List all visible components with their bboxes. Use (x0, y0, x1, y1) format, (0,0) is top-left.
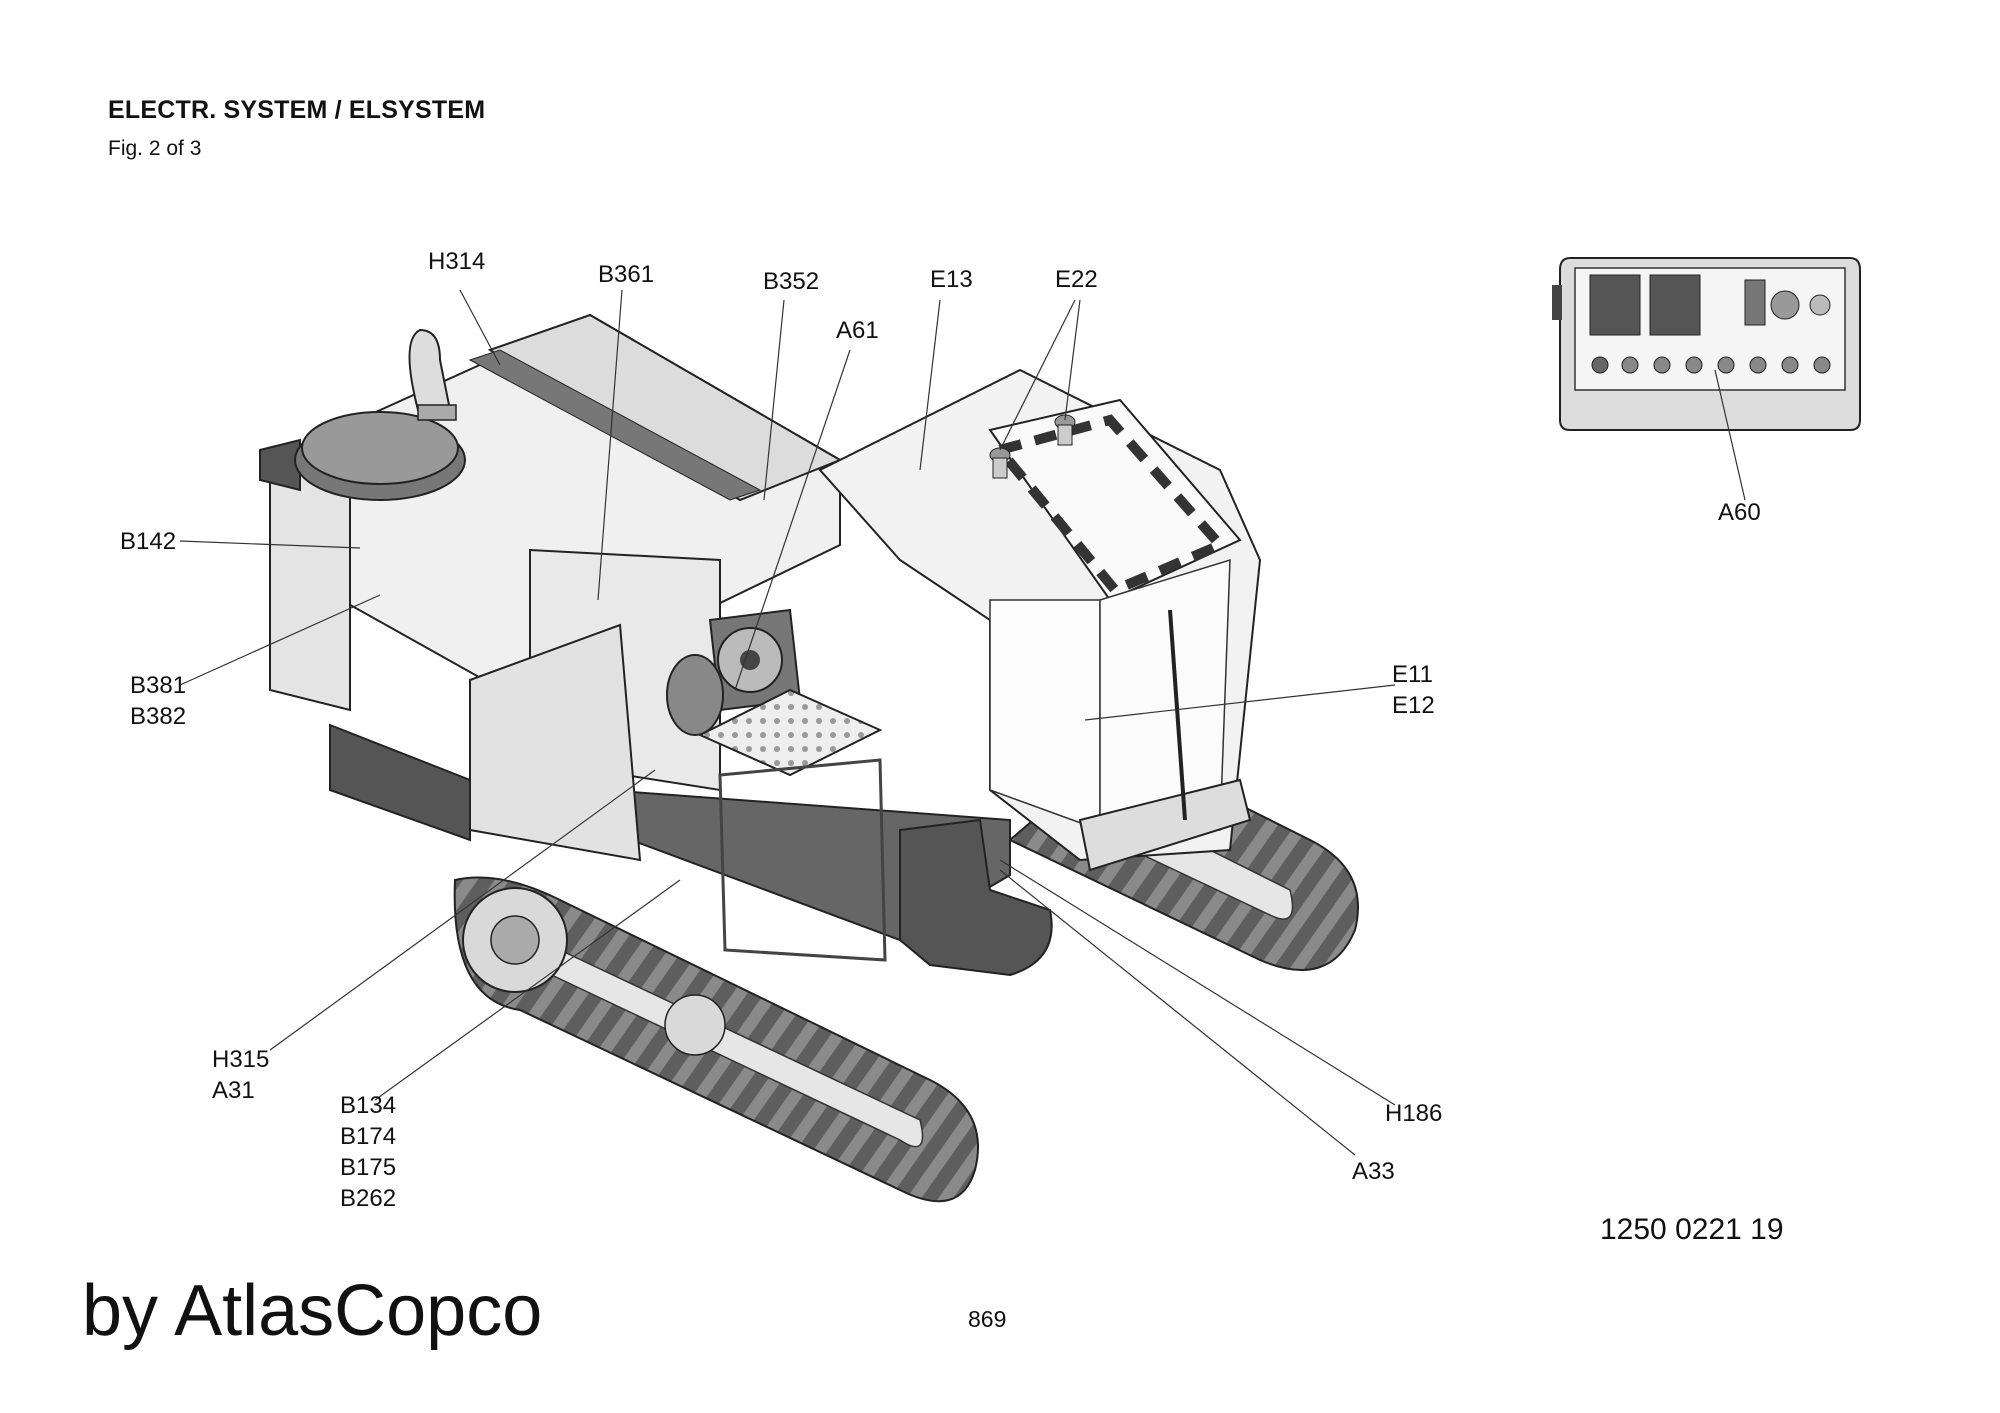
leader-lines (179, 289, 1746, 1156)
callout-h186: H186 (1385, 1100, 1443, 1127)
air-filter (259, 328, 466, 501)
callout-b142: B142 (120, 528, 177, 555)
left-track (453, 876, 979, 1203)
power-pack-housing (269, 313, 843, 862)
callout-b381-b382: B381 B382 (130, 672, 187, 730)
callout-b361: B361 (598, 261, 655, 288)
callout-e11-e12: E11 E12 (1392, 661, 1435, 719)
brand-text: by AtlasCopco (82, 1271, 543, 1351)
callout-h315-a31: H315 A31 (212, 1046, 270, 1104)
page-number: 869 (968, 1306, 1007, 1332)
callout-e22: E22 (1055, 266, 1098, 293)
platform-grid (697, 688, 887, 962)
cooler-unit (666, 608, 802, 736)
figure-title: ELECTR. SYSTEM / ELSYSTEM (108, 96, 486, 124)
callout-h314: H314 (428, 248, 486, 275)
callout-b134-group: B134 B174 B175 B262 (340, 1092, 397, 1212)
callout-a61: A61 (836, 317, 879, 344)
callout-a33: A33 (1352, 1158, 1395, 1185)
figure-subtitle: Fig. 2 of 3 (108, 137, 202, 160)
callout-b352: B352 (763, 268, 820, 295)
control-panel-detail (1552, 257, 1861, 431)
callout-e13: E13 (930, 266, 973, 293)
drawing-number: 1250 0221 19 (1600, 1213, 1784, 1246)
operator-cab (818, 368, 1262, 872)
callout-a60: A60 (1718, 499, 1761, 526)
